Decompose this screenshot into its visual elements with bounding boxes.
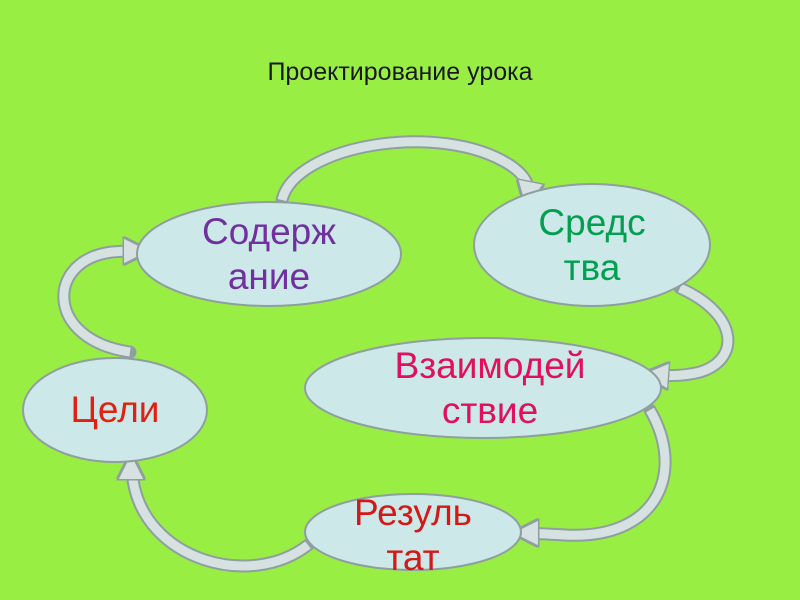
- node-tseli-shape: [22, 357, 208, 463]
- node-tseli-line-1: Цели: [70, 389, 160, 431]
- node-rezultat-line-2: тат: [386, 537, 440, 578]
- node-sredstva: Средс тва: [482, 190, 702, 300]
- arrow-tseli-to-soderzhanie: [57, 251, 137, 359]
- node-soderzhanie-line-2: ание: [227, 256, 311, 297]
- node-sredstva-line-2: тва: [563, 247, 621, 288]
- node-vzaimodeistvie-line-2: ствие: [441, 390, 539, 431]
- arrow-soderzhanie-to-sredstva: [275, 135, 528, 200]
- node-rezultat-line-1: Резуль: [354, 491, 472, 533]
- node-vzaimodeistvie-shape: [304, 337, 662, 439]
- arrow-rezultat-to-tseli: [131, 466, 315, 573]
- node-soderzhanie: Содерж ание: [149, 199, 389, 309]
- arrow-vzaimodeistvie-to-rezultat: [525, 403, 672, 535]
- node-tseli: Цели: [33, 380, 197, 440]
- arrow-sredstva-to-vzaimodeistvie: [655, 281, 735, 376]
- node-vzaimodeistvie: Взаимодей ствие: [340, 333, 640, 443]
- node-vzaimodeistvie-line-1: Взаимодей: [394, 344, 586, 386]
- node-rezultat-shape: [304, 493, 522, 571]
- node-rezultat: Резуль тат: [318, 480, 508, 590]
- node-soderzhanie-line-1: Содерж: [202, 210, 336, 252]
- node-soderzhanie-shape: [136, 201, 402, 307]
- node-sredstva-shape: [473, 183, 711, 307]
- node-sredstva-line-1: Средс: [538, 201, 646, 243]
- diagram-title: Проектирование урока: [267, 58, 533, 86]
